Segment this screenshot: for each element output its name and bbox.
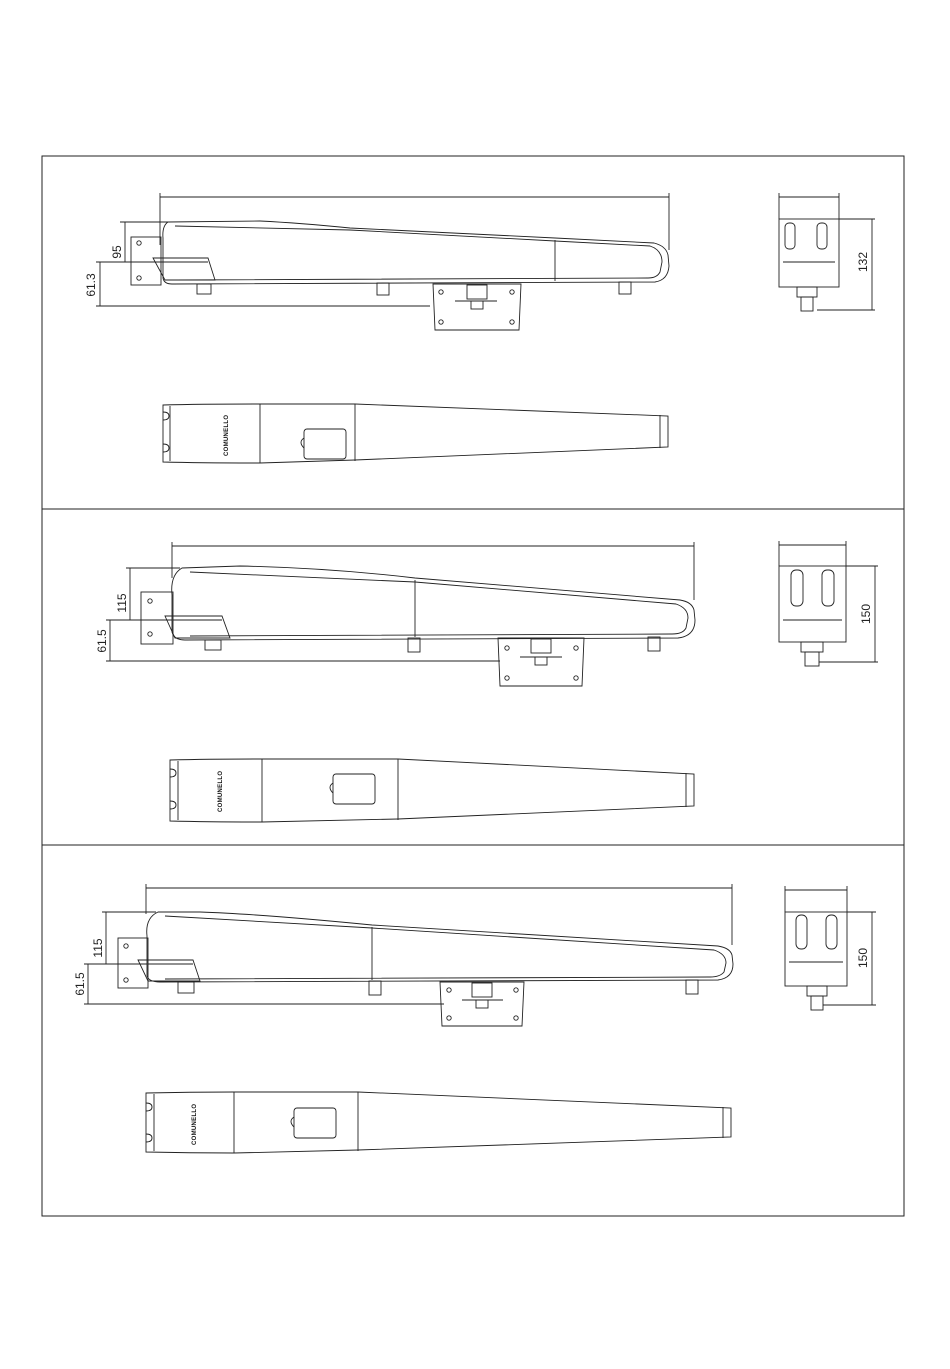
dim-height-1: 95 [110,245,124,259]
dim-height-2: 115 [115,593,129,612]
brand-label-2: COMUNELLO [218,771,224,812]
dim-offset-1: 61.3 [84,273,98,297]
dim-end-height-2: 150 [859,604,873,624]
top-view [163,404,668,463]
end-view [779,541,878,666]
brand-label-3: COMUNELLO [192,1104,198,1145]
top-view [146,1092,731,1153]
dim-end-height-3: 150 [856,948,870,968]
dim-offset-3: 61.5 [73,972,87,996]
top-view [170,759,694,822]
dim-offset-2: 61.5 [95,629,109,653]
panel-frame-3 [42,845,904,1216]
dim-height-3: 115 [91,938,105,957]
side-view [96,193,669,330]
side-view [84,884,733,1026]
brand-label-1: COMUNELLO [224,415,230,456]
panel-frame-1 [42,156,904,509]
side-view [106,542,695,686]
dim-end-height-1: 132 [856,252,870,272]
panel-3 [84,884,876,1153]
panel-1 [96,193,875,463]
panel-frame-2 [42,509,904,845]
